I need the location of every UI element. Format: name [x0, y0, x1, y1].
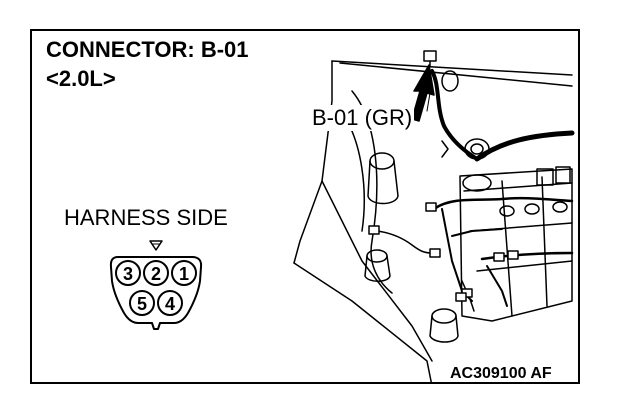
connector-pin-5: 5 [137, 294, 147, 314]
connector-pin-3: 3 [123, 264, 133, 284]
harness-side-label: HARNESS SIDE [64, 205, 228, 230]
connector-callout-label: B-01 (GR) [310, 105, 415, 131]
connector-pin-2: 2 [151, 264, 161, 284]
connector-title: CONNECTOR: B-01 [46, 37, 249, 62]
diagram-frame: 3 2 1 5 4 CONNECTOR: B-01 <2.0L> HARNESS… [30, 29, 580, 384]
connector-pin-1: 1 [179, 264, 189, 284]
engine-variant-label: <2.0L> [46, 66, 116, 91]
connector-pin-4: 4 [165, 294, 175, 314]
connector-face [109, 240, 203, 330]
figure-code: AC309100 AF [450, 365, 552, 382]
